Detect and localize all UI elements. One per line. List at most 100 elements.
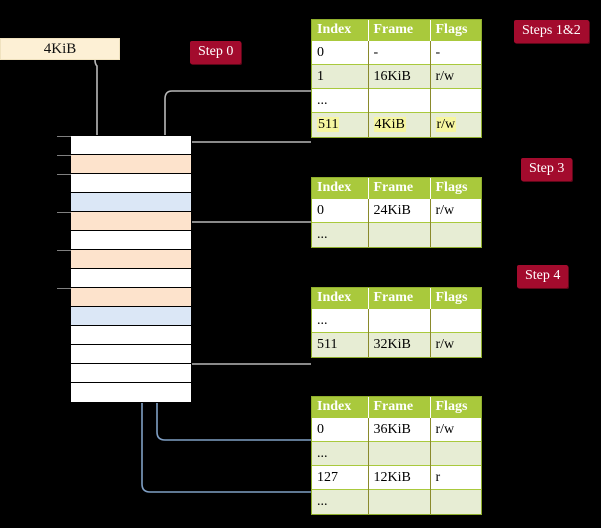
table-cell bbox=[368, 88, 431, 113]
table-row: ... bbox=[312, 441, 481, 466]
badge-step-4: Step 4 bbox=[517, 265, 569, 288]
table-row: 511 4KiB r/w bbox=[312, 112, 481, 137]
table-cell: 1 bbox=[312, 64, 369, 89]
memory-frame-row bbox=[57, 174, 191, 193]
table-cell bbox=[430, 441, 481, 466]
column-header-index: Index bbox=[312, 397, 369, 418]
badge-step-0-label: Step 0 bbox=[198, 44, 234, 59]
table-row: ... bbox=[312, 222, 481, 247]
badge-steps-1-2-label: Steps 1&2 bbox=[522, 23, 581, 38]
column-header-flags: Flags bbox=[430, 178, 481, 199]
source-frame-box: 4KiB bbox=[0, 38, 120, 60]
column-header-flags: Flags bbox=[430, 20, 481, 41]
table-cell: 36KiB bbox=[368, 417, 431, 442]
memory-frame-row bbox=[57, 212, 191, 231]
column-header-frame: Frame bbox=[368, 178, 431, 199]
table-cell: 16KiB bbox=[368, 64, 431, 89]
table-cell: ... bbox=[312, 308, 369, 333]
table-cell: 4KiB bbox=[368, 112, 431, 137]
table-row: 0-- bbox=[312, 40, 481, 65]
table-row: ... bbox=[312, 489, 481, 514]
table-cell: ... bbox=[312, 88, 369, 113]
table-cell: ... bbox=[312, 441, 369, 466]
memory-frame-row bbox=[57, 288, 191, 307]
table-cell bbox=[430, 88, 481, 113]
column-header-frame: Frame bbox=[368, 20, 431, 41]
column-header-index: Index bbox=[312, 20, 369, 41]
table-cell bbox=[368, 308, 431, 333]
column-header-index: Index bbox=[312, 288, 369, 309]
table-row: ... bbox=[312, 308, 481, 333]
table-cell: 127 bbox=[312, 465, 369, 490]
column-header-flags: Flags bbox=[430, 397, 481, 418]
table-row: ... bbox=[312, 88, 481, 113]
table-cell: 24KiB bbox=[368, 198, 431, 223]
frame-tick-mark bbox=[57, 288, 71, 289]
table-cell: 511 bbox=[312, 112, 369, 137]
table-cell: - bbox=[430, 40, 481, 65]
column-header-frame: Frame bbox=[368, 397, 431, 418]
table-cell: 0 bbox=[312, 198, 369, 223]
memory-frame-row bbox=[71, 193, 191, 212]
memory-frame-row bbox=[71, 345, 191, 364]
frame-tick-mark bbox=[57, 155, 71, 156]
memory-frame-row bbox=[57, 155, 191, 174]
table-cell: r/w bbox=[430, 332, 481, 357]
table-cell: r/w bbox=[430, 112, 481, 137]
table-cell: - bbox=[368, 40, 431, 65]
source-frame-label: 4KiB bbox=[43, 40, 77, 57]
table-cell: 0 bbox=[312, 40, 369, 65]
table-cell: 511 bbox=[312, 332, 369, 357]
memory-frame-row bbox=[71, 383, 191, 402]
highlighted-value: r/w bbox=[435, 116, 457, 132]
table-cell: r/w bbox=[430, 417, 481, 442]
table-cell: 12KiB bbox=[368, 465, 431, 490]
highlighted-value: 511 bbox=[317, 116, 340, 132]
table-cell bbox=[368, 222, 431, 247]
badge-step-0: Step 0 bbox=[190, 41, 242, 64]
column-header-index: Index bbox=[312, 178, 369, 199]
physical-memory-stack bbox=[57, 135, 192, 403]
memory-frame-row bbox=[57, 136, 191, 155]
table-cell: ... bbox=[312, 222, 369, 247]
table-cell: ... bbox=[312, 489, 369, 514]
frame-tick-mark bbox=[57, 250, 71, 251]
table-cell: 0 bbox=[312, 417, 369, 442]
frame-tick-mark bbox=[57, 136, 71, 137]
highlighted-value: 4KiB bbox=[373, 116, 406, 132]
column-header-flags: Flags bbox=[430, 288, 481, 309]
memory-frame-row bbox=[71, 326, 191, 345]
table-cell bbox=[368, 489, 431, 514]
table-cell bbox=[430, 222, 481, 247]
table-cell bbox=[368, 441, 431, 466]
memory-frame-row bbox=[71, 307, 191, 326]
table-cell: r/w bbox=[430, 198, 481, 223]
frame-tick-mark bbox=[57, 212, 71, 213]
table-cell: r bbox=[430, 465, 481, 490]
badge-step-3: Step 3 bbox=[521, 158, 573, 181]
table-cell bbox=[430, 308, 481, 333]
table-cell: r/w bbox=[430, 64, 481, 89]
memory-frame-row bbox=[71, 231, 191, 250]
column-header-frame: Frame bbox=[368, 288, 431, 309]
memory-frame-row bbox=[71, 269, 191, 288]
badge-step-3-label: Step 3 bbox=[529, 161, 565, 176]
badge-steps-1-2: Steps 1&2 bbox=[514, 20, 589, 43]
frame-tick-mark bbox=[57, 174, 71, 175]
badge-step-4-label: Step 4 bbox=[525, 268, 561, 283]
table-cell: 32KiB bbox=[368, 332, 431, 357]
